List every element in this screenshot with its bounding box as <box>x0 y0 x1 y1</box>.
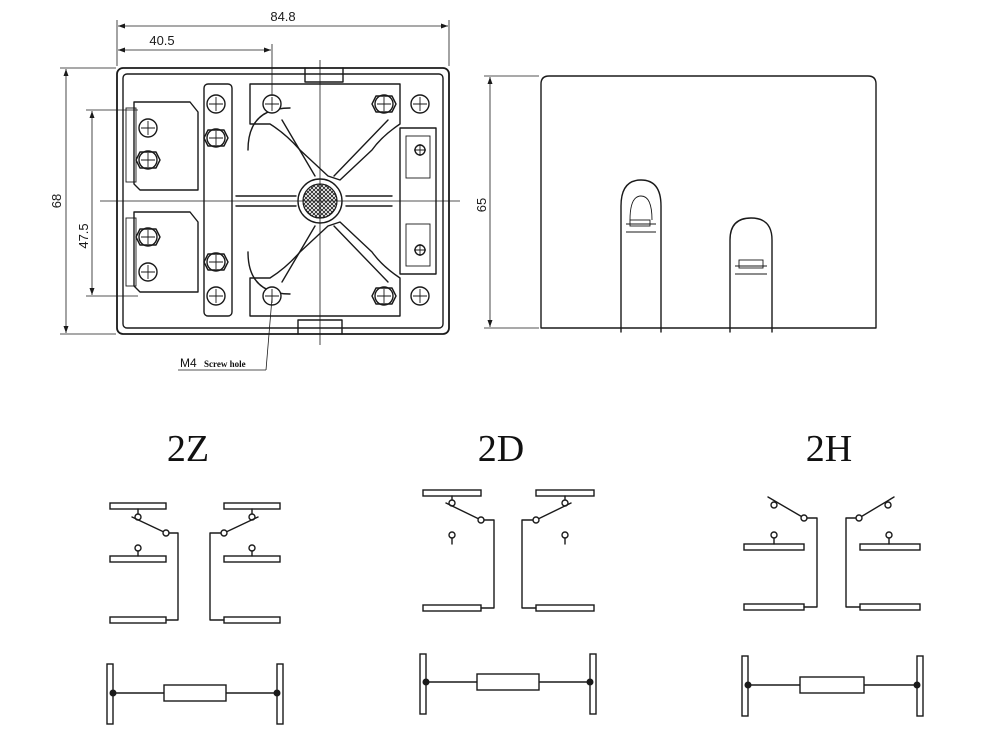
bay-rib-lower <box>125 217 137 287</box>
hex-nut <box>203 129 229 147</box>
side-terminal-right-screw <box>738 259 764 269</box>
bay-rib-upper <box>125 107 137 183</box>
switch-pivot <box>477 516 485 524</box>
contact-point <box>248 544 256 552</box>
contact-bar <box>223 555 281 563</box>
variant-label-2h: 2H <box>806 428 852 470</box>
contact-bar <box>743 543 805 551</box>
side-view: 65 <box>474 75 877 333</box>
contact-bar <box>422 604 482 612</box>
coil-node <box>109 689 117 697</box>
lower-rib <box>249 221 401 317</box>
contact-bar <box>109 616 167 624</box>
dim-width-overall: 84.8 <box>270 9 295 24</box>
contact-bar <box>109 555 167 563</box>
terminals <box>138 94 430 306</box>
contact-point <box>134 544 142 552</box>
switch-blade <box>858 496 895 519</box>
coil-node <box>422 678 430 686</box>
switch-wire <box>480 519 495 609</box>
hex-nut <box>203 253 229 271</box>
side-terminal-left <box>620 179 662 333</box>
contact-bar <box>223 502 281 510</box>
coil-node <box>586 678 594 686</box>
dim-height-overall: 68 <box>49 194 64 208</box>
contact-bar <box>743 603 805 611</box>
hex-nut <box>135 228 161 246</box>
terminal-crosshairs <box>141 97 427 303</box>
right-slot-lower <box>405 223 431 267</box>
variant-label-2d: 2D <box>478 428 524 470</box>
bottom-view: 84.8 40.5 68 47.5 M4 Screw hole <box>49 9 460 371</box>
contact-point <box>885 531 893 539</box>
side-terminal-right <box>729 217 773 333</box>
top-notch <box>304 67 344 83</box>
diag-rib-1 <box>281 119 316 177</box>
contact-point <box>448 531 456 539</box>
contact-bar <box>535 489 595 497</box>
screw-arc-bottom <box>247 251 291 295</box>
contact-point <box>561 531 569 539</box>
contact-point <box>884 501 892 509</box>
variant-label-2z: 2Z <box>167 428 209 470</box>
contact-bar <box>422 489 482 497</box>
coil-body <box>163 684 227 702</box>
terminal-bay-upper-left <box>133 101 199 191</box>
screw-leader <box>265 297 273 371</box>
diag-rib-2 <box>333 119 389 177</box>
switch-blade <box>445 502 482 521</box>
switch-blade <box>223 516 259 534</box>
contact-bar <box>223 616 281 624</box>
switch-blade <box>131 516 167 534</box>
contact-bar <box>109 502 167 510</box>
right-slot-upper <box>405 135 431 179</box>
contact-bar <box>859 603 921 611</box>
side-height-label: 65 <box>474 198 489 212</box>
switch-wire <box>803 517 818 608</box>
side-terminal-left-screw <box>629 219 651 227</box>
coil-body <box>476 673 540 691</box>
switch-pivot <box>220 529 228 537</box>
screw-thread-label: M4 <box>180 356 197 370</box>
hex-nut <box>135 151 161 169</box>
upper-rib <box>249 83 401 181</box>
dim-width-partial: 40.5 <box>149 33 174 48</box>
screw-hole-label: Screw hole <box>204 359 246 369</box>
contact-bar <box>859 543 921 551</box>
side-terminal-left-head <box>629 195 653 221</box>
switch-pivot <box>532 516 540 524</box>
switch-blade <box>767 496 805 519</box>
coil-node <box>913 681 921 689</box>
schematic-2z <box>106 502 284 725</box>
side-outline <box>540 75 877 329</box>
switch-wire <box>165 532 179 621</box>
switch-pivot <box>855 514 863 522</box>
contact-bar <box>535 604 595 612</box>
contact-point <box>770 531 778 539</box>
diag-rib-4 <box>333 225 389 283</box>
switch-blade <box>535 502 572 521</box>
schematic-2d <box>419 489 597 715</box>
hex-nut <box>371 95 397 113</box>
switch-wire <box>521 519 537 609</box>
contact-point <box>770 501 778 509</box>
coil-node <box>273 689 281 697</box>
schematic-2h <box>741 496 924 717</box>
dim-height-partial: 47.5 <box>76 223 91 248</box>
switch-wire <box>845 517 861 608</box>
switch-pivot <box>800 514 808 522</box>
diag-rib-3 <box>281 225 316 283</box>
middle-column <box>203 83 233 317</box>
screw-arc-top <box>247 107 291 151</box>
switch-wire <box>209 532 225 621</box>
coil-node <box>744 681 752 689</box>
hex-nut <box>371 287 397 305</box>
switch-pivot <box>162 529 170 537</box>
coil-body <box>799 676 865 694</box>
hex-nuts <box>135 95 397 305</box>
